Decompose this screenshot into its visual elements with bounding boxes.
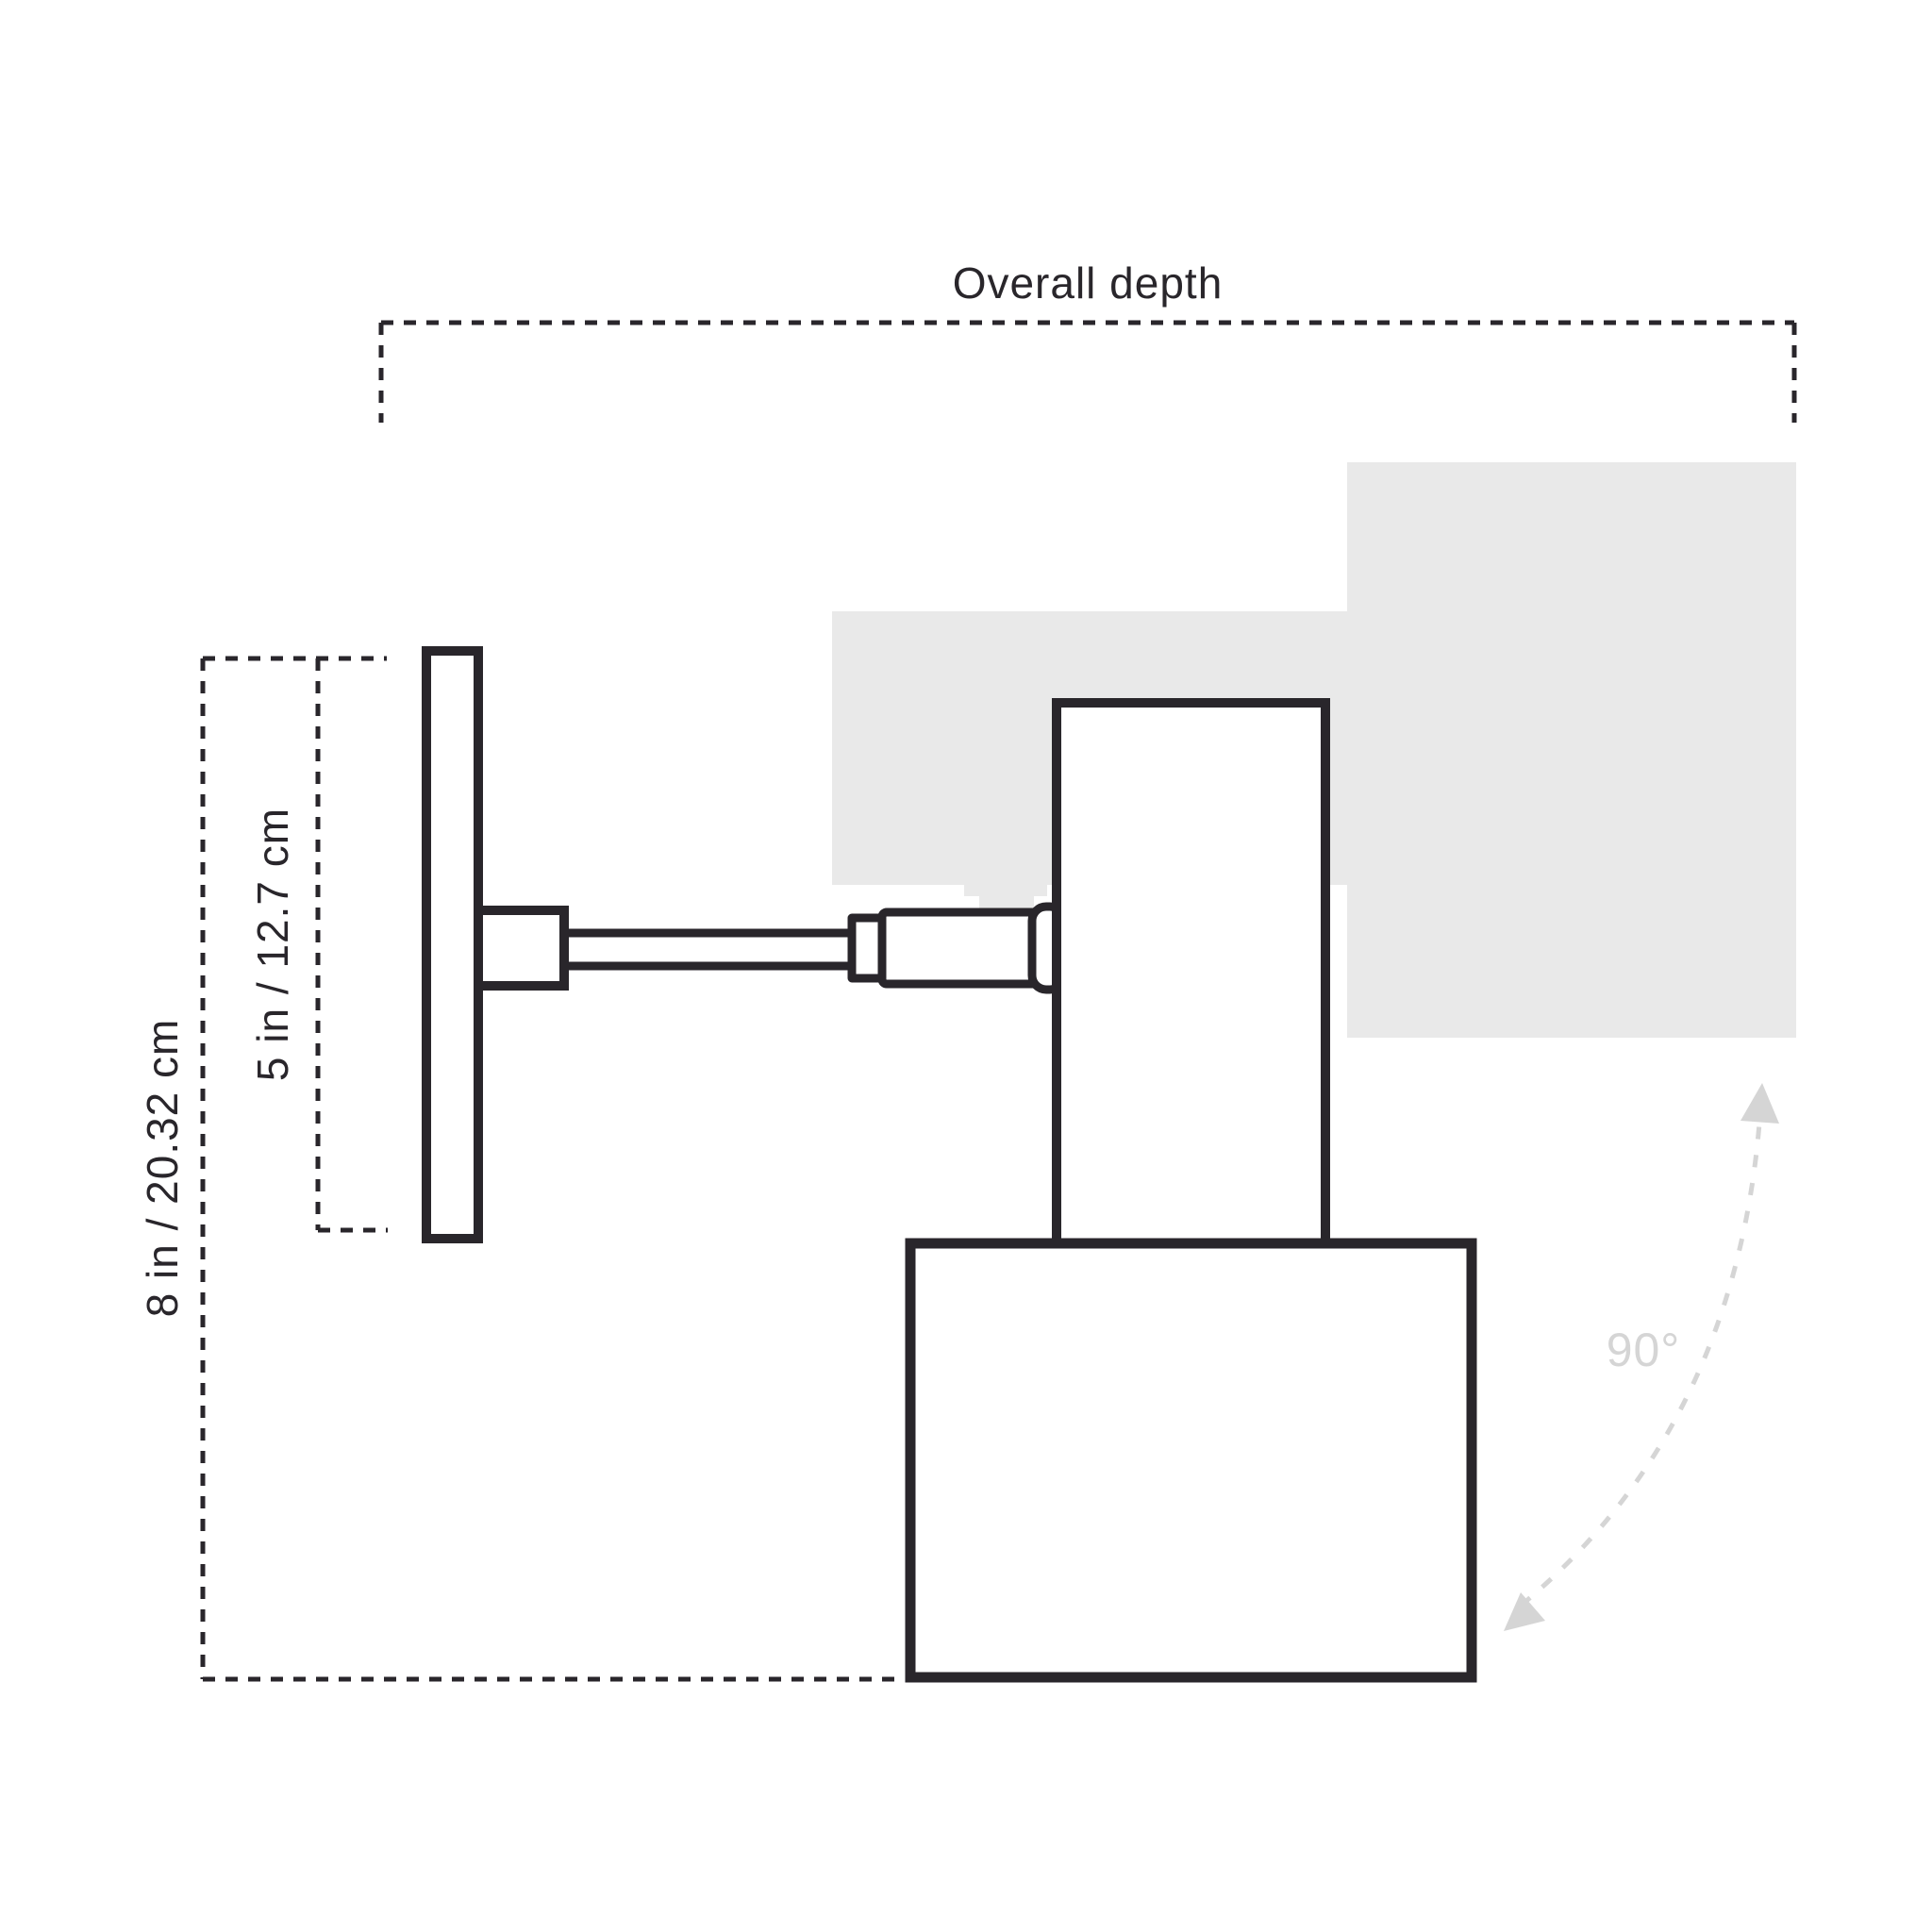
overall-height-label: 8 in / 20.32 cm — [138, 1019, 187, 1318]
fixture-drawing — [422, 646, 1477, 1683]
arm — [559, 928, 860, 971]
backplate-height-label: 5 in / 12.7 cm — [248, 808, 297, 1081]
silhouette-pivot-tab — [964, 885, 1047, 908]
lamp-body — [1052, 698, 1330, 1248]
lamp-shade — [905, 1238, 1477, 1683]
overall-depth-dimension — [378, 320, 1797, 423]
silhouette-shade — [1347, 462, 1796, 1038]
mounting-bracket — [472, 906, 569, 991]
socket-housing — [877, 908, 1041, 989]
wall-backplate — [422, 646, 483, 1243]
rotation-indicator: 90° — [1504, 1083, 1779, 1631]
rotation-arrowhead-top — [1740, 1083, 1779, 1124]
height-dimensions — [200, 656, 901, 1682]
rotation-angle-label: 90° — [1607, 1324, 1681, 1376]
overall-depth-label: Overall depth — [953, 258, 1224, 308]
rotation-arrowhead-bottom — [1504, 1592, 1545, 1631]
